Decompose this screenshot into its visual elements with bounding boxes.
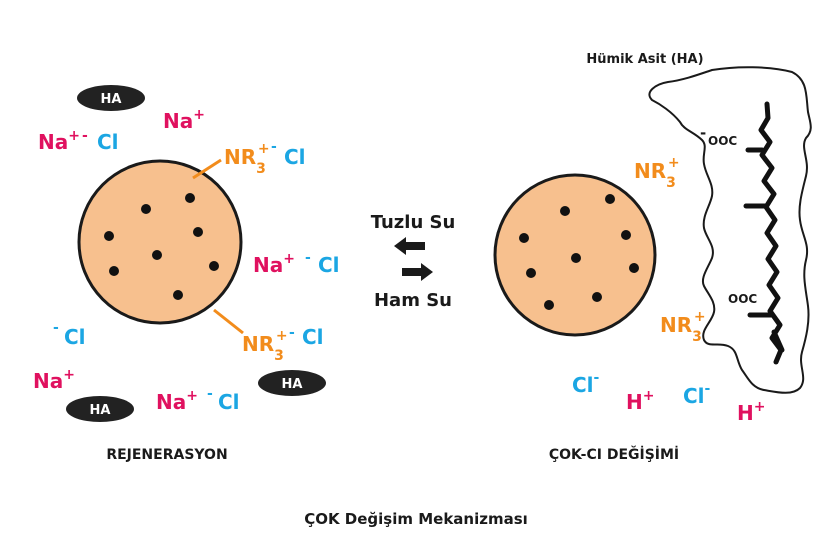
arrow-label-top: Tuzlu Su [371,212,456,233]
amine-tether-2 [213,308,244,335]
svg-text:NR3+: NR3+ [242,328,288,364]
sodium-ion-1: Na+ [163,107,205,133]
svg-text:-: - [207,386,213,402]
ha-pill-bottom-right: HA [258,370,326,396]
humic-acid-outline [648,66,812,394]
svg-text:HA: HA [282,377,303,392]
svg-text:HA: HA [90,403,111,418]
arrow-label-bottom: Ham Su [374,290,452,311]
arrow-left-icon [394,237,425,255]
amine-chloride-pair-2: NR3+ - Cl [242,325,324,364]
ha-pill-top: HA [77,85,145,111]
svg-text:Cl: Cl [218,390,240,414]
ha-pill-bottom-left: HA [66,396,134,422]
svg-text:Cl: Cl [64,325,86,349]
humic-acid-chain [743,101,785,365]
sodium-chloride-pair-3: Na+ - Cl [156,386,240,414]
svg-text:Na+: Na+ [156,388,198,414]
left-caption: REJENERASYON [106,447,227,463]
figure-caption: ÇOK Değişim Mekanizması [304,510,528,528]
carboxylate-label-2: OOC [728,292,757,306]
sodium-chloride-pair-2: Na+ - Cl [253,250,340,277]
resin-bead-right [493,173,657,337]
chloride-ion-2: Cl- [572,370,600,397]
svg-text:OOC: OOC [708,134,737,148]
right-caption: ÇOK-CI DEĞİŞİMİ [549,445,679,463]
hydrogen-ion-1: H+ [626,388,654,414]
chloride-ion-3: Cl- [683,381,711,408]
amine-group-1: NR3+ [634,155,680,191]
svg-text:-: - [700,124,706,142]
svg-text:Cl: Cl [284,145,306,169]
chloride-ion-1: - Cl [53,320,86,349]
carboxylate-label-1: - OOC [700,124,737,148]
amine-tether-1 [192,158,222,180]
resin-bead-left [77,159,243,325]
svg-text:Cl: Cl [318,253,340,277]
svg-text:Na+: Na+ [253,251,295,277]
svg-text:Cl: Cl [97,130,119,154]
svg-text:Na+-: Na+- [38,128,88,154]
amine-chloride-pair-1: NR3+ - Cl [224,139,306,177]
svg-text:-: - [305,250,311,266]
svg-text:NR3+: NR3+ [224,141,270,177]
arrow-right-icon [402,263,433,281]
sodium-ion-2: Na+ [33,367,75,393]
svg-text:Cl: Cl [302,325,324,349]
humic-acid-title: Hümik Asit (HA) [586,52,703,67]
sodium-chloride-pair-1: Na+- Cl [38,128,119,154]
svg-text:-: - [271,139,277,155]
svg-text:-: - [53,320,59,336]
svg-text:-: - [289,325,295,341]
hydrogen-ion-2: H+ [737,399,765,425]
amine-group-2: NR3+ [660,309,706,345]
svg-text:HA: HA [101,92,122,107]
